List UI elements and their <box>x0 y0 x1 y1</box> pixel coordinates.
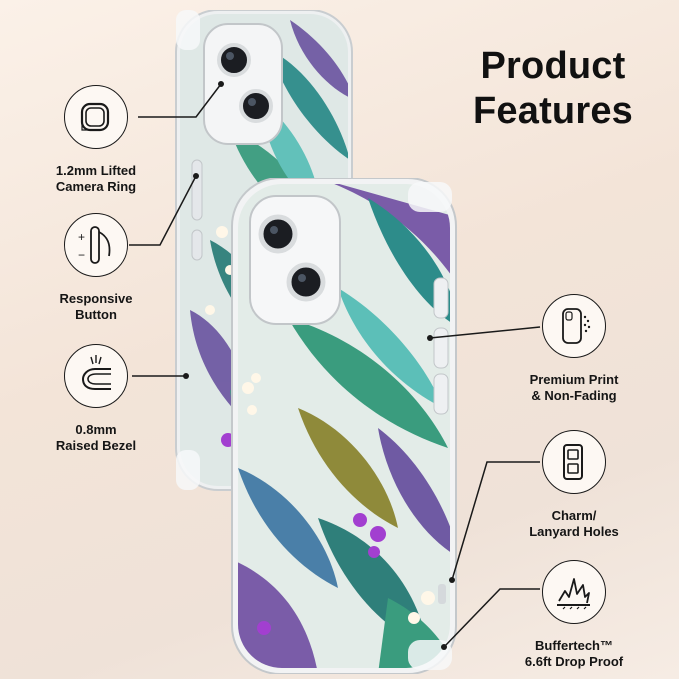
feature-responsive-button: + − Responsive Button <box>36 213 156 323</box>
feature-premium-print: Premium Print & Non-Fading <box>514 294 634 404</box>
premium-print-icon <box>542 294 606 358</box>
feature-drop-proof: Buffertech™ 6.6ft Drop Proof <box>514 560 634 670</box>
feature-label: 0.8mm Raised Bezel <box>36 422 156 454</box>
feature-line-1: Charm/ <box>551 508 597 523</box>
lifted-camera-ring-icon <box>64 85 128 149</box>
feature-lanyard-holes: Charm/ Lanyard Holes <box>514 430 634 540</box>
title-line-2: Features <box>472 90 633 132</box>
raised-bezel-icon <box>64 344 128 408</box>
feature-line-2: Button <box>75 307 117 322</box>
phone-case-front-view <box>231 178 457 674</box>
feature-line-1: 1.2mm Lifted <box>55 163 137 178</box>
title-line-1: Product <box>480 45 626 87</box>
responsive-button-icon: + − <box>64 213 128 277</box>
feature-label: 1.2mm Lifted Camera Ring <box>36 163 156 195</box>
feature-line-2: & Non-Fading <box>531 388 617 403</box>
svg-text:−: − <box>78 248 85 262</box>
feature-label: Premium Print & Non-Fading <box>514 372 634 404</box>
feature-label: Buffertech™ 6.6ft Drop Proof <box>514 638 634 670</box>
feature-line-1: Premium Print <box>529 372 619 387</box>
svg-text:+: + <box>78 230 85 244</box>
feature-lifted-camera-ring: 1.2mm Lifted Camera Ring <box>36 85 156 195</box>
feature-line-1: Buffertech™ <box>534 638 613 653</box>
feature-line-2: Raised Bezel <box>55 438 137 453</box>
drop-proof-icon <box>542 560 606 624</box>
product-features-title: Product Features <box>438 44 668 134</box>
lanyard-holes-icon <box>542 430 606 494</box>
feature-line-2: Camera Ring <box>55 179 137 194</box>
feature-label: Charm/ Lanyard Holes <box>514 508 634 540</box>
feature-line-2: 6.6ft Drop Proof <box>524 654 624 669</box>
feature-line-1: Responsive <box>59 291 133 306</box>
feature-raised-bezel: 0.8mm Raised Bezel <box>36 344 156 454</box>
feature-label: Responsive Button <box>36 291 156 323</box>
feature-line-1: 0.8mm <box>75 422 117 437</box>
feature-line-2: Lanyard Holes <box>529 524 619 539</box>
